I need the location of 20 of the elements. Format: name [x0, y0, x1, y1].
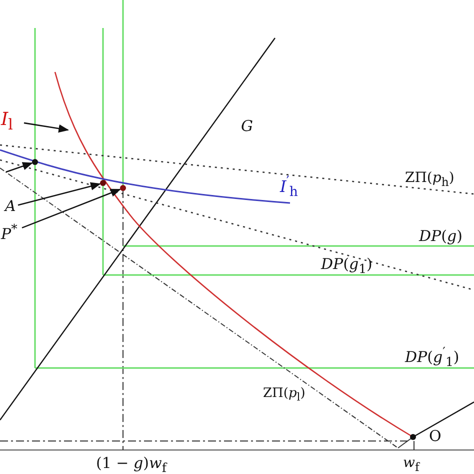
leader-line: [24, 122, 70, 133]
point-dot: [32, 159, 38, 165]
curve-label: DP(g$^{′}$$_{1}$): [404, 345, 460, 370]
point-dot: [100, 180, 106, 186]
curve-label: DP(g$_{1}$): [320, 256, 374, 276]
point-dot: [120, 185, 126, 191]
curve-label: DP(g): [418, 228, 464, 245]
curve-label: w$_{f}$: [402, 455, 420, 474]
leader-line: [18, 182, 101, 206]
leader-line: [6, 162, 33, 173]
curve-label: (1 − g)w$_{f}$: [95, 455, 168, 474]
point-dot: [410, 434, 416, 440]
point-label: A: [4, 198, 17, 215]
leader-line: [22, 188, 121, 228]
curve-label: ZΠ(p$_{h}$): [404, 170, 456, 190]
point-label: P$^{*}$: [0, 222, 18, 243]
curve-label: O: [428, 428, 442, 445]
curve-label: ZΠ(p$_{l}$): [262, 386, 306, 404]
curve-label: G: [240, 118, 254, 135]
point-label: I$_{l}$: [0, 110, 14, 134]
